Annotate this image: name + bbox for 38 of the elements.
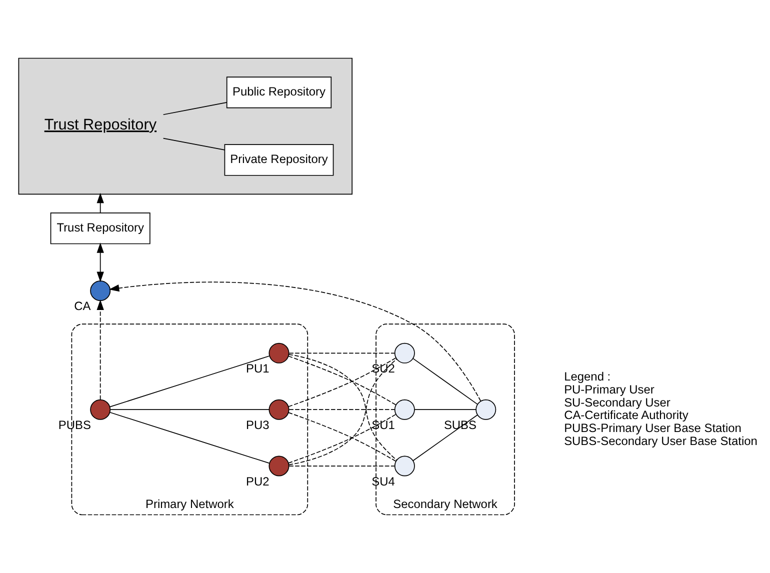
arrow	[96, 242, 104, 282]
label: CA-Certificate Authority	[564, 408, 688, 422]
node-label: PU1	[246, 362, 270, 376]
node-circle	[268, 399, 290, 420]
label: PU-Primary User	[564, 382, 654, 397]
connector	[162, 138, 226, 150]
node-circle	[394, 342, 415, 364]
label: SUBS-Secondary User Base Station	[564, 434, 758, 448]
connector	[110, 356, 270, 408]
node-circle	[394, 399, 415, 420]
connector	[412, 358, 478, 405]
node-box: Public Repository	[226, 76, 332, 108]
connector	[110, 412, 270, 464]
node-box: Private Repository	[224, 144, 334, 176]
connector	[414, 409, 476, 410]
node-circle	[394, 456, 415, 476]
arrow	[108, 282, 482, 402]
label: SU-Secondary User	[564, 395, 670, 410]
arrow	[96, 300, 104, 400]
connector	[412, 414, 478, 462]
label: PUBS-Primary User Base Station	[564, 420, 742, 435]
label: Legend :	[564, 370, 611, 384]
node-text: Trust Repository	[44, 116, 157, 134]
node-circle	[90, 280, 111, 302]
node-box: Trust Repository	[50, 212, 150, 244]
node-circle	[476, 399, 496, 420]
cluster	[18, 58, 353, 195]
node-label: CA	[74, 299, 91, 314]
node-circle	[90, 399, 111, 420]
connector	[288, 409, 396, 410]
connector	[288, 352, 396, 354]
node-label: PU3	[246, 418, 270, 432]
connector	[162, 102, 228, 116]
node-circle	[268, 342, 290, 364]
node-circle	[268, 456, 290, 476]
arrow	[96, 192, 104, 214]
connector	[110, 409, 270, 410]
node-label: PU2	[246, 474, 270, 488]
